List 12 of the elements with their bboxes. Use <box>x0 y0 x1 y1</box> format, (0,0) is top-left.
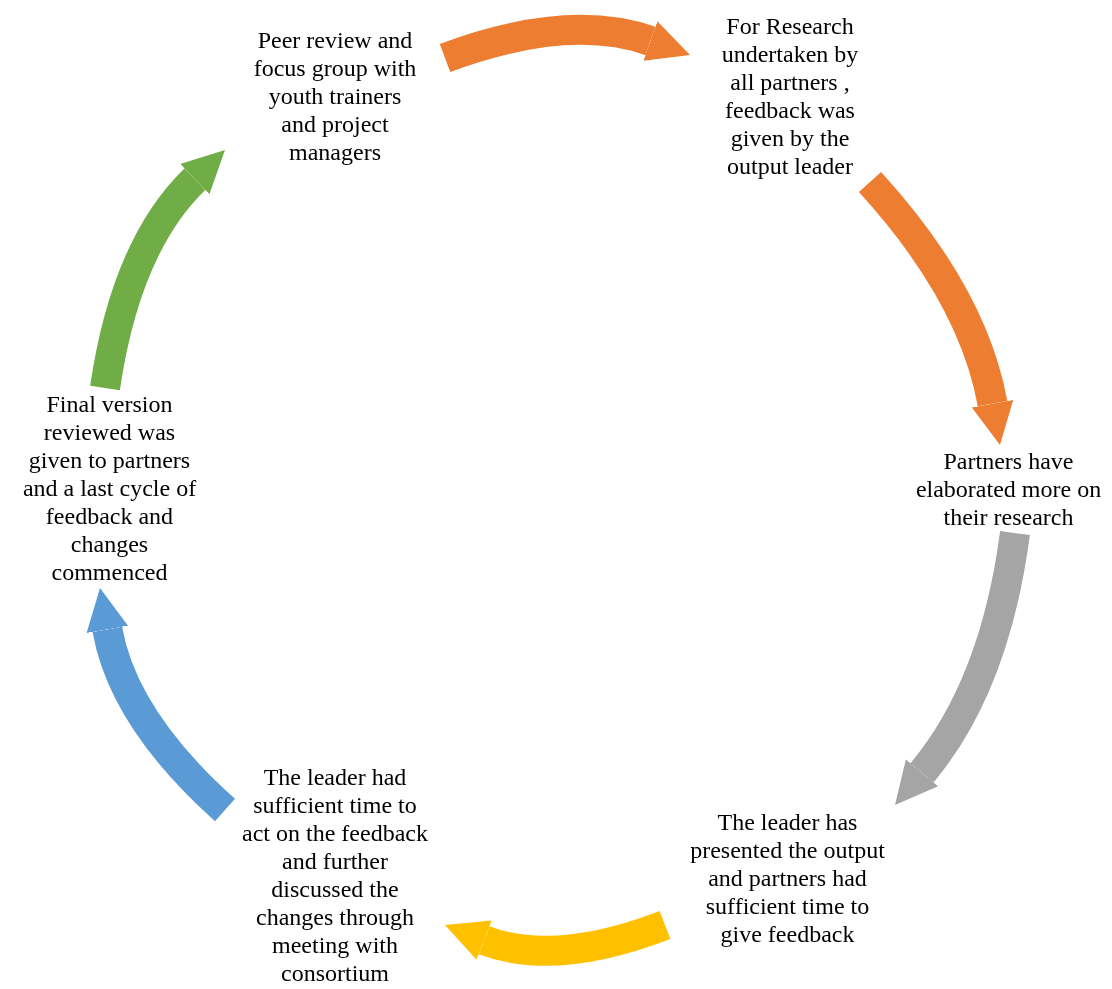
step-text: Peer review and focus group with youth trainers and project managers <box>225 10 445 182</box>
step-text: For Research undertaken by all partners , feedback was given by the output leader <box>690 10 890 182</box>
curved-arrow <box>86 588 236 821</box>
curved-arrow <box>896 530 1030 806</box>
curved-arrow <box>90 148 224 391</box>
step-text: The leader has presented the output and partners had sufficient time to give feedback <box>665 805 910 950</box>
step-text: Final version reviewed was given to partners and a last cycle of feedback and changes commenced <box>2 388 217 588</box>
curved-arrow <box>444 910 671 966</box>
curved-arrow <box>440 14 691 73</box>
curved-arrow <box>858 172 1014 445</box>
step-text: Partners have elaborated more on their research <box>905 445 1112 533</box>
step-text: The leader had sufficient time to act on the feedback and further discussed the changes through meeting with consortium <box>225 762 445 988</box>
